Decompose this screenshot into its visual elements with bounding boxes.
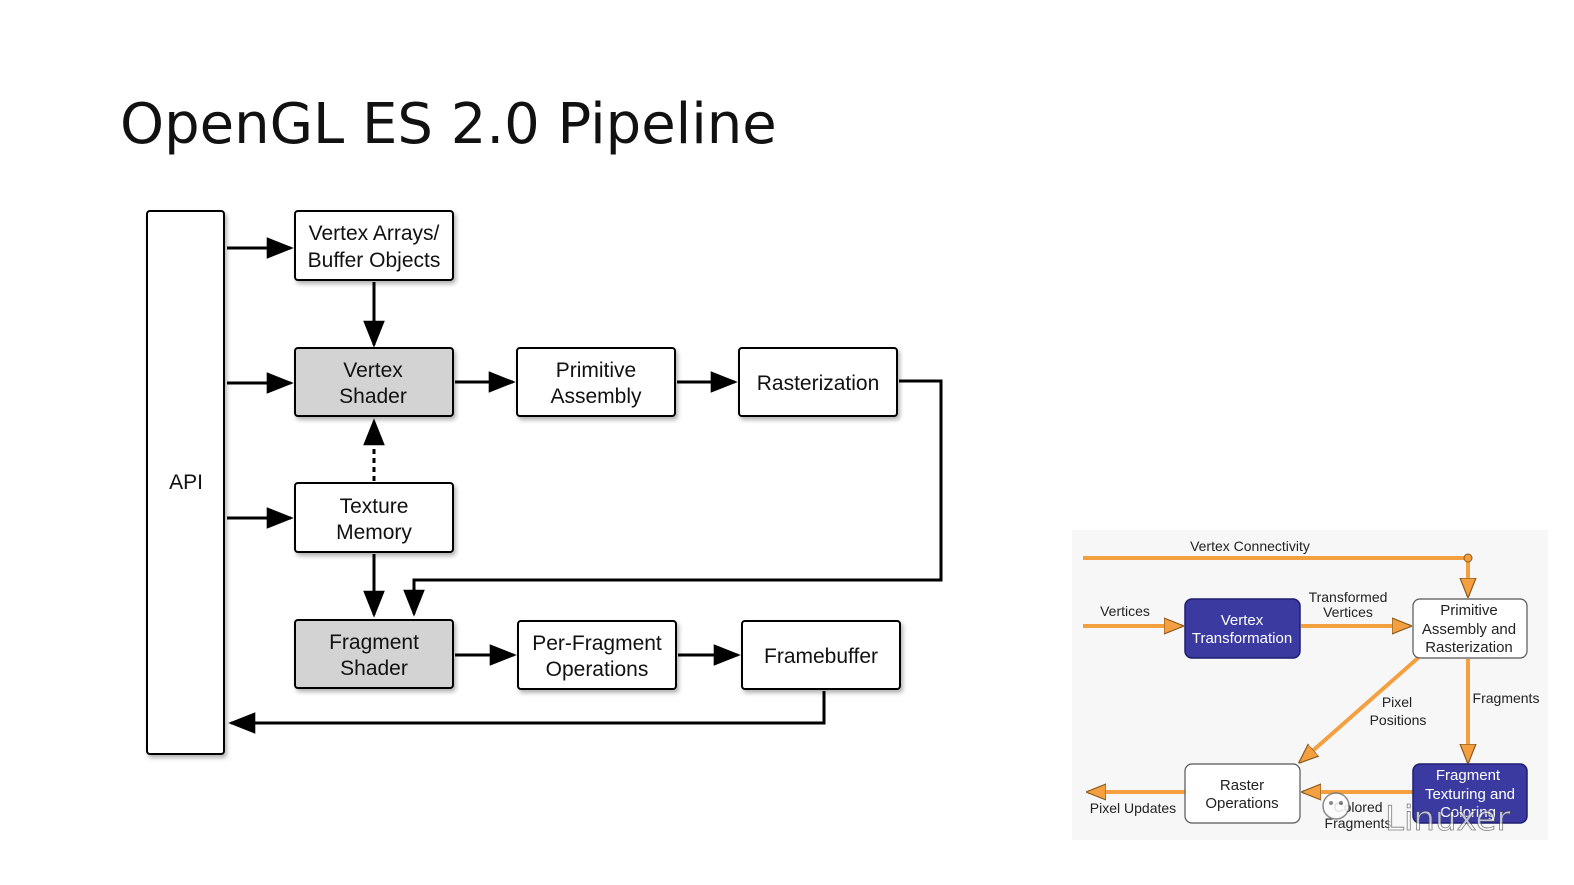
fragment-shader-label-2: Shader [340, 657, 408, 680]
primitive-assembly-box: Primitive Assembly [516, 347, 676, 417]
vertex-arrays-box: Vertex Arrays/ Buffer Objects [294, 210, 454, 281]
primitive-assembly-rasterization-box: Primitive Assembly and Rasterization [1412, 598, 1528, 659]
transformed-vertices-label-2: Vertices [1323, 604, 1373, 620]
fragment-texturing-label-2: Texturing and [1425, 786, 1515, 803]
arrow-raster-to-fragment [403, 379, 943, 617]
rasterization-box: Rasterization [738, 347, 898, 417]
vertex-shader-box: Vertex Shader [294, 347, 454, 417]
colored-fragments-label-2: Fragments [1325, 815, 1392, 831]
fragment-texturing-label-1: Fragment [1436, 767, 1501, 784]
side-diagram: Vertex Connectivity Vertices Transformed… [1072, 530, 1548, 840]
per-fragment-label-1: Per-Fragment [532, 632, 662, 655]
watermark: Linuxer [1322, 792, 1511, 839]
watermark-text: Linuxer [1385, 799, 1510, 839]
raster-operations-label-2: Operations [1205, 795, 1278, 812]
per-fragment-operations-box: Per-Fragment Operations [517, 620, 677, 690]
wechat-icon [1322, 792, 1350, 820]
vertex-connectivity-label: Vertex Connectivity [1190, 538, 1310, 554]
primitive-assembly-side-label-2: Assembly and [1422, 621, 1516, 638]
main-diagram: API Vertex Arrays/ Buffer Objects Vertex… [146, 210, 943, 755]
vertex-arrays-label-1: Vertex Arrays/ [309, 222, 440, 245]
main-arrows [227, 237, 943, 734]
rasterization-label: Rasterization [757, 372, 880, 395]
vertices-label: Vertices [1100, 603, 1150, 619]
api-block: API [146, 210, 225, 755]
vertex-transformation-box: Vertex Transformation [1184, 598, 1301, 659]
junction-dot [1463, 553, 1473, 563]
pixel-positions-label-1: Pixel [1382, 694, 1412, 710]
slide-title: OpenGL ES 2.0 Pipeline [120, 92, 777, 157]
fragment-shader-label-1: Fragment [329, 631, 419, 654]
raster-operations-label-1: Raster [1220, 777, 1264, 794]
vertex-shader-label-1: Vertex [343, 359, 403, 382]
arrow-pixel-positions [1300, 656, 1420, 762]
fragments-label: Fragments [1473, 690, 1540, 706]
fragment-texturing-label-3: Coloring [1440, 804, 1496, 821]
primitive-assembly-label-2: Assembly [550, 385, 642, 408]
transformed-vertices-label-1: Transformed [1309, 589, 1388, 605]
fragment-texturing-box: Fragment Texturing and Coloring [1412, 763, 1528, 824]
pixel-updates-label: Pixel Updates [1090, 800, 1176, 816]
fragment-shader-box: Fragment Shader [294, 619, 454, 689]
framebuffer-label: Framebuffer [764, 645, 878, 668]
texture-memory-box: Texture Memory [294, 482, 454, 553]
texture-memory-label-1: Texture [340, 495, 409, 518]
texture-memory-label-2: Memory [336, 521, 412, 544]
primitive-assembly-side-label-1: Primitive [1440, 602, 1498, 619]
primitive-assembly-label-1: Primitive [556, 359, 637, 382]
vertex-shader-label-2: Shader [339, 385, 407, 408]
pixel-positions-label-2: Positions [1370, 712, 1427, 728]
vertex-transformation-label-2: Transformation [1192, 630, 1292, 647]
arrow-framebuffer-to-api [228, 691, 826, 734]
primitive-assembly-side-label-3: Rasterization [1425, 639, 1513, 656]
vertex-arrays-label-2: Buffer Objects [308, 249, 441, 272]
raster-operations-box: Raster Operations [1184, 763, 1301, 824]
per-fragment-label-2: Operations [546, 658, 649, 681]
api-label: API [169, 471, 203, 494]
framebuffer-box: Framebuffer [741, 620, 901, 690]
vertex-transformation-label-1: Vertex [1221, 612, 1264, 629]
